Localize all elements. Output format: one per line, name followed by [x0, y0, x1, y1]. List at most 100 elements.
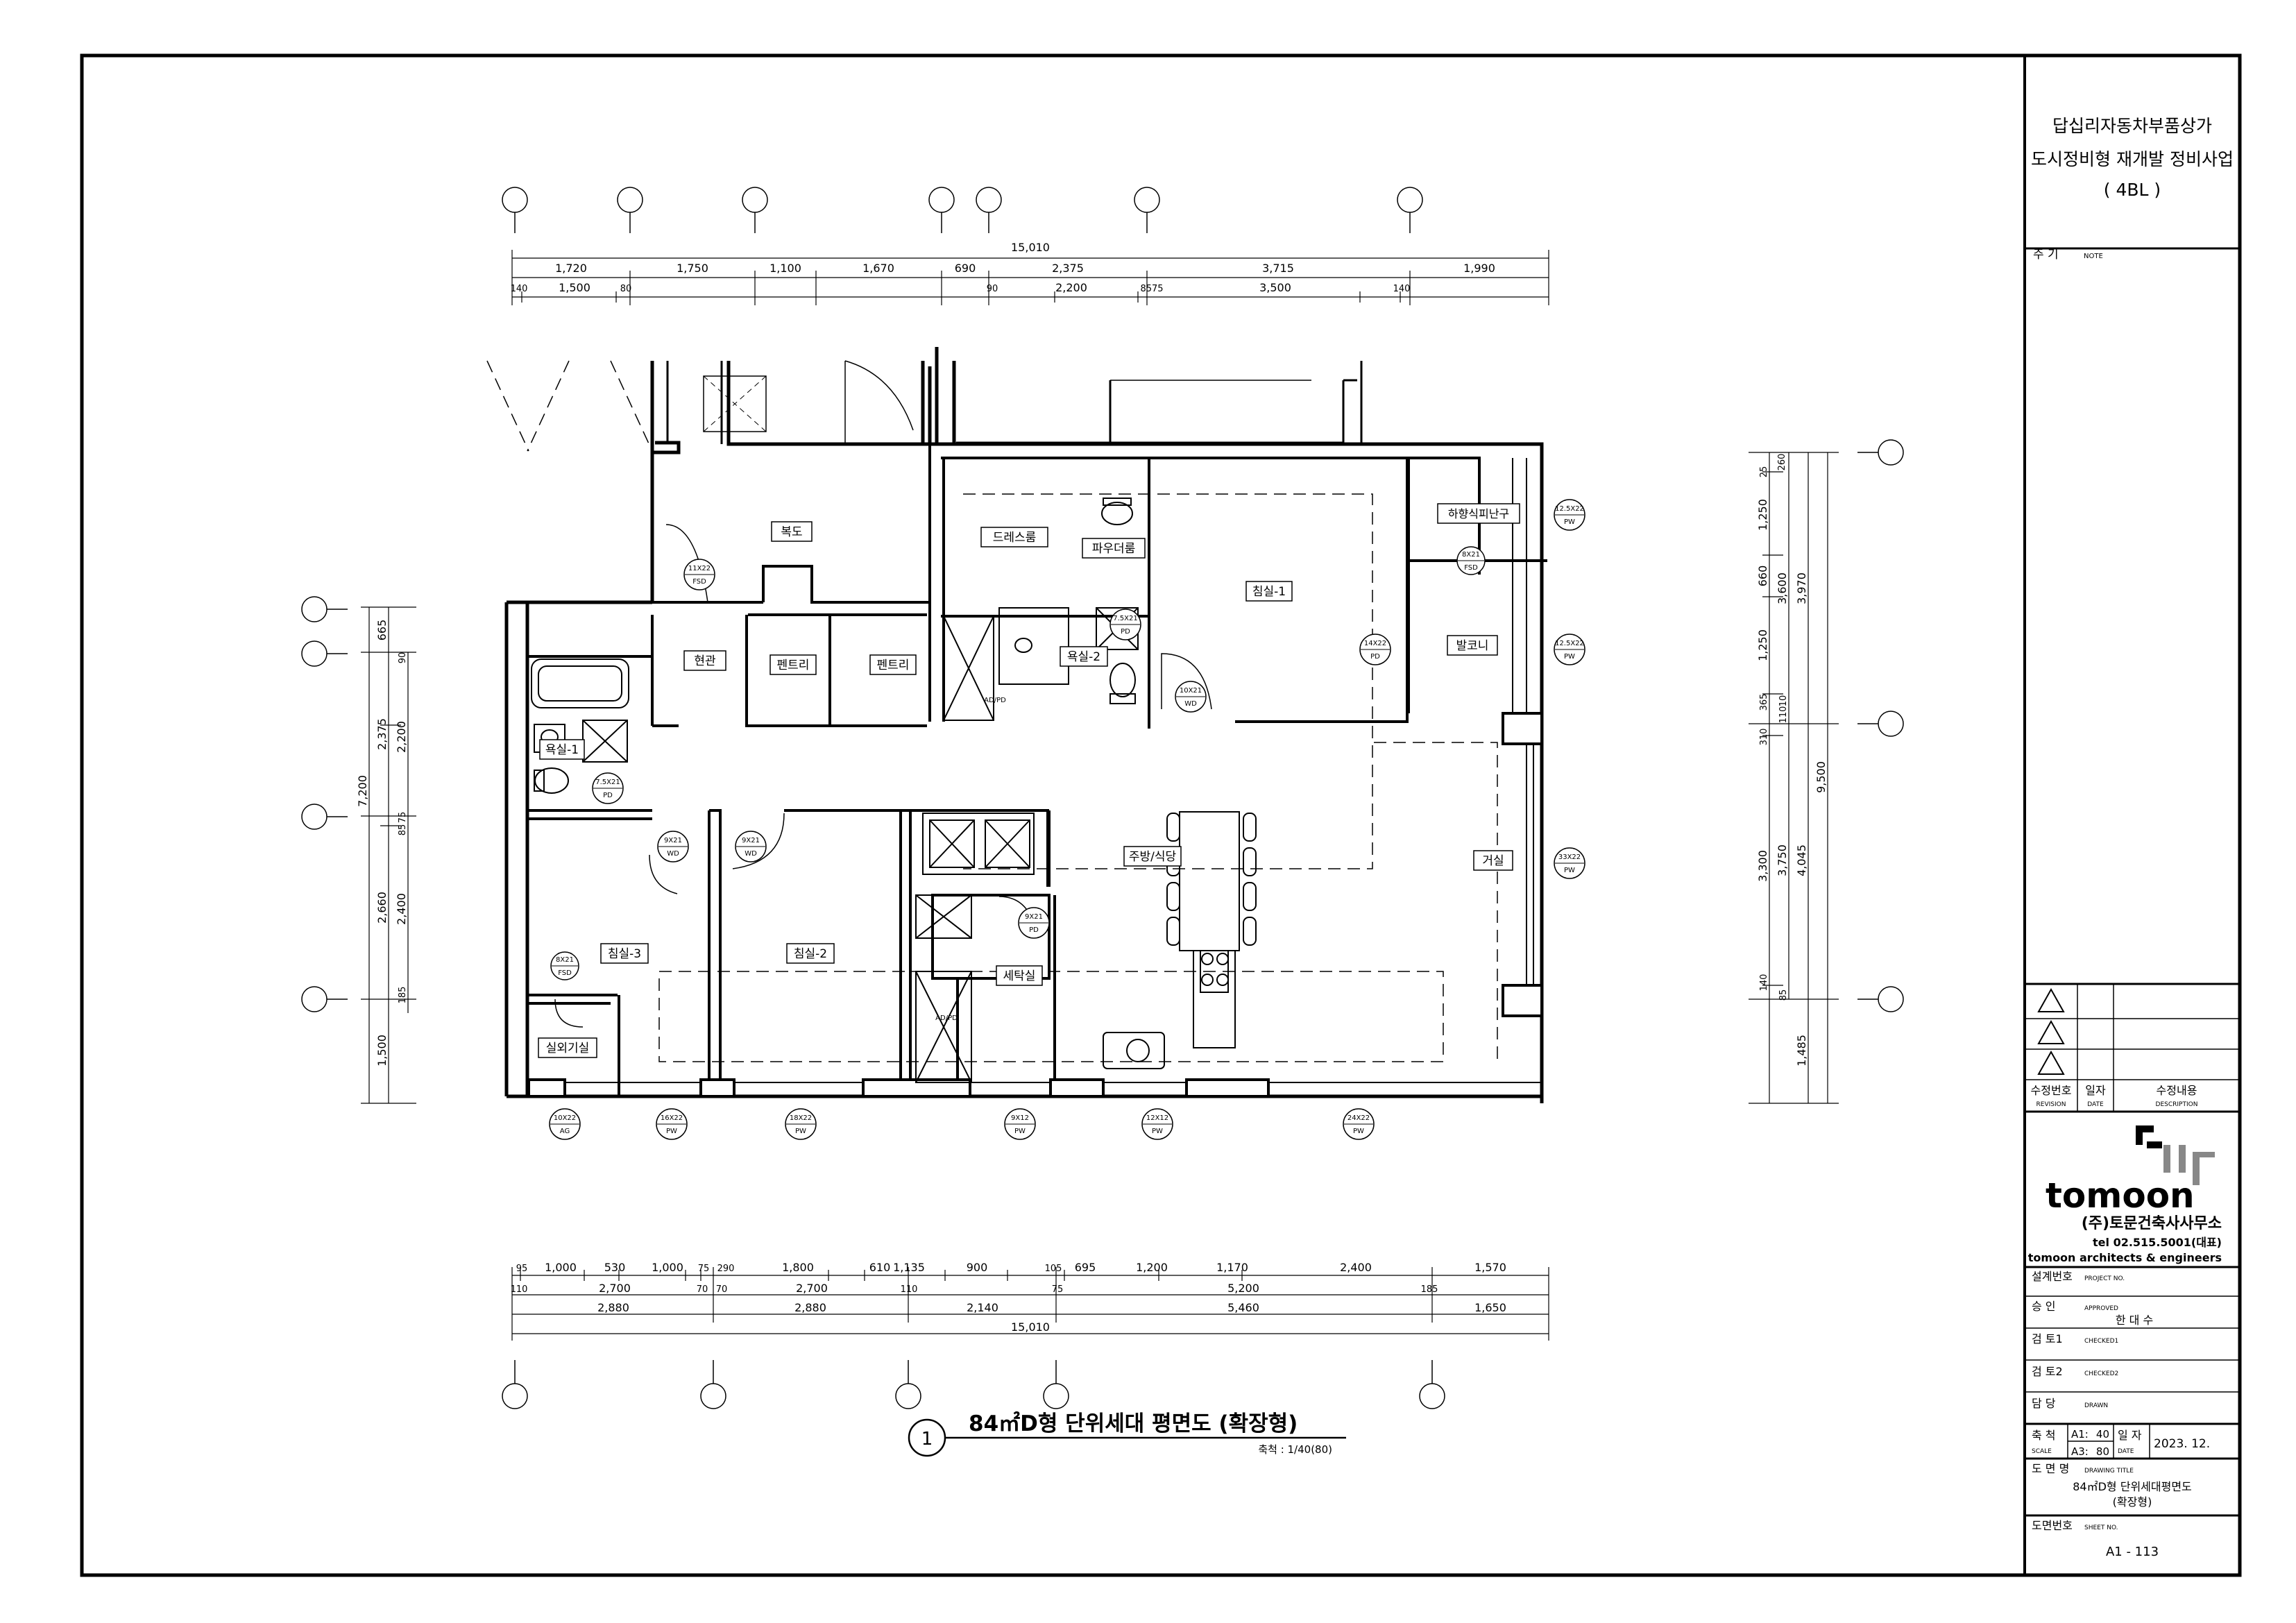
scale-a1-label: A1: [2071, 1428, 2089, 1441]
svg-text:WD: WD [667, 850, 679, 858]
svg-text:80: 80 [620, 284, 632, 294]
ad-pd-label: AD/PD [935, 1014, 958, 1022]
svg-text:3,300: 3,300 [1756, 850, 1769, 882]
room-label-ac-room: 실외기실 [538, 1037, 597, 1058]
sheet-no: A1 - 113 [2106, 1545, 2159, 1559]
svg-text:파우더룸: 파우더룸 [1092, 542, 1136, 556]
svg-text:2,700: 2,700 [796, 1282, 828, 1295]
balcony-right [1502, 458, 1543, 1017]
svg-text:10: 10 [1778, 695, 1789, 707]
dimension-texts: 15,010 1,720 1,750 1,100 1,670 690 2,375… [511, 241, 1506, 1334]
svg-text:1,100: 1,100 [769, 262, 801, 275]
svg-text:25: 25 [1759, 466, 1769, 478]
room-labels: 복도 드레스룸 파우더룸 침실-1 하향식피난구 발코니 현관 펜트리 펜트리 … [538, 503, 1520, 1058]
room-label-corridor: 복도 [771, 521, 813, 542]
dimension-lines-bottom [511, 1267, 1549, 1341]
svg-text:530: 530 [604, 1261, 626, 1274]
svg-text:침실-3: 침실-3 [608, 947, 641, 961]
svg-text:1,990: 1,990 [1463, 262, 1495, 275]
svg-text:침실-2: 침실-2 [794, 947, 827, 961]
svg-text:침실-1: 침실-1 [1252, 585, 1286, 599]
svg-text:75: 75 [398, 812, 408, 824]
svg-text:1,750: 1,750 [677, 262, 708, 275]
svg-text:75: 75 [1052, 1284, 1064, 1295]
drawing-title-line2: (확장형) [2113, 1495, 2152, 1509]
svg-text:90: 90 [987, 284, 998, 294]
drawn-label-en: DRAWN [2084, 1402, 2108, 1409]
svg-text:PW: PW [1152, 1128, 1163, 1135]
svg-text:110: 110 [511, 1284, 528, 1295]
svg-text:660: 660 [1756, 566, 1769, 587]
svg-text:1,500: 1,500 [375, 1035, 389, 1067]
room-label-bathroom-2: 욕실-2 [1060, 646, 1108, 667]
drawing-title-text: 84㎡D형 단위세대 평면도 (확장형) [969, 1411, 1298, 1436]
drawing-number: 1 [921, 1429, 933, 1450]
svg-text:75: 75 [698, 1264, 710, 1274]
laundry-fixtures [915, 615, 994, 1083]
room-label-entrance: 현관 [683, 650, 726, 671]
issue-date: 2023. 12. [2154, 1437, 2210, 1451]
svg-text:8575: 8575 [1140, 284, 1163, 294]
svg-text:2,700: 2,700 [599, 1282, 631, 1295]
svg-text:290: 290 [717, 1264, 735, 1274]
drawing-title: 1 84㎡D형 단위세대 평면도 (확장형) 축척 : 1/40(80) [908, 1411, 1346, 1457]
drawing-title-label-en: DRAWING TITLE [2084, 1468, 2134, 1475]
svg-text:140: 140 [1759, 974, 1769, 992]
room-label-bathroom-1: 욕실-1 [539, 739, 585, 760]
svg-text:5,200: 5,200 [1227, 1282, 1259, 1295]
company-name-en: tomoon architects & engineers [2028, 1251, 2222, 1264]
checked2-label: 검 토2 [2032, 1365, 2063, 1378]
svg-text:FSD: FSD [1464, 564, 1478, 572]
grid-bubbles-bottom [502, 1360, 1445, 1409]
svg-text:1,670: 1,670 [862, 262, 894, 275]
svg-text:PW: PW [1564, 518, 1575, 526]
revision-label-en: REVISION [2036, 1101, 2066, 1108]
svg-text:140: 140 [511, 284, 528, 294]
svg-text:9X21: 9X21 [742, 837, 760, 844]
room-label-laundry: 세탁실 [996, 965, 1043, 986]
svg-text:1,720: 1,720 [555, 262, 587, 275]
svg-text:24X22: 24X22 [1347, 1114, 1370, 1122]
svg-text:110: 110 [901, 1284, 918, 1295]
sheet-border [80, 53, 2242, 1577]
svg-text:665: 665 [375, 620, 389, 641]
svg-text:드레스룸: 드레스룸 [993, 531, 1037, 545]
svg-text:900: 900 [967, 1261, 988, 1274]
scale-label: 축 척 [2032, 1429, 2056, 1442]
svg-text:12.5X22: 12.5X22 [1555, 640, 1584, 647]
svg-text:세탁실: 세탁실 [1003, 969, 1036, 983]
project-name-line2: 도시정비형 재개발 정비사업 [2031, 149, 2234, 169]
svg-text:9X21: 9X21 [664, 837, 682, 844]
svg-text:실외기실: 실외기실 [546, 1042, 590, 1055]
svg-text:하향식피난구: 하향식피난구 [1448, 507, 1509, 520]
svg-text:펜트리: 펜트리 [877, 658, 910, 672]
svg-text:3,750: 3,750 [1776, 844, 1789, 876]
room-label-bedroom-2: 침실-2 [786, 943, 835, 964]
svg-text:1,000: 1,000 [652, 1261, 683, 1274]
title-block: 답십리자동차부품상가 도시정비형 재개발 정비사업 ( 4BL ) 주 기 NO… [2025, 116, 2240, 1559]
svg-text:2,375: 2,375 [375, 718, 389, 750]
date-label-en: DATE [2087, 1101, 2104, 1108]
svg-text:7.5X21: 7.5X21 [595, 779, 620, 786]
dim-top-total: 15,010 [1011, 241, 1050, 254]
room-label-powder: 파우더룸 [1082, 538, 1146, 559]
company-logo [2136, 1125, 2215, 1185]
svg-text:4,045: 4,045 [1795, 844, 1808, 876]
svg-text:3,500: 3,500 [1259, 281, 1291, 294]
company-brand: tomoon [2046, 1175, 2195, 1216]
svg-text:10X22: 10X22 [554, 1114, 576, 1122]
svg-text:1,800: 1,800 [782, 1261, 814, 1274]
room-label-pantry-1: 펜트리 [769, 654, 817, 675]
svg-text:70: 70 [716, 1284, 728, 1295]
svg-text:PD: PD [603, 792, 613, 799]
svg-text:9X21: 9X21 [1025, 913, 1043, 921]
